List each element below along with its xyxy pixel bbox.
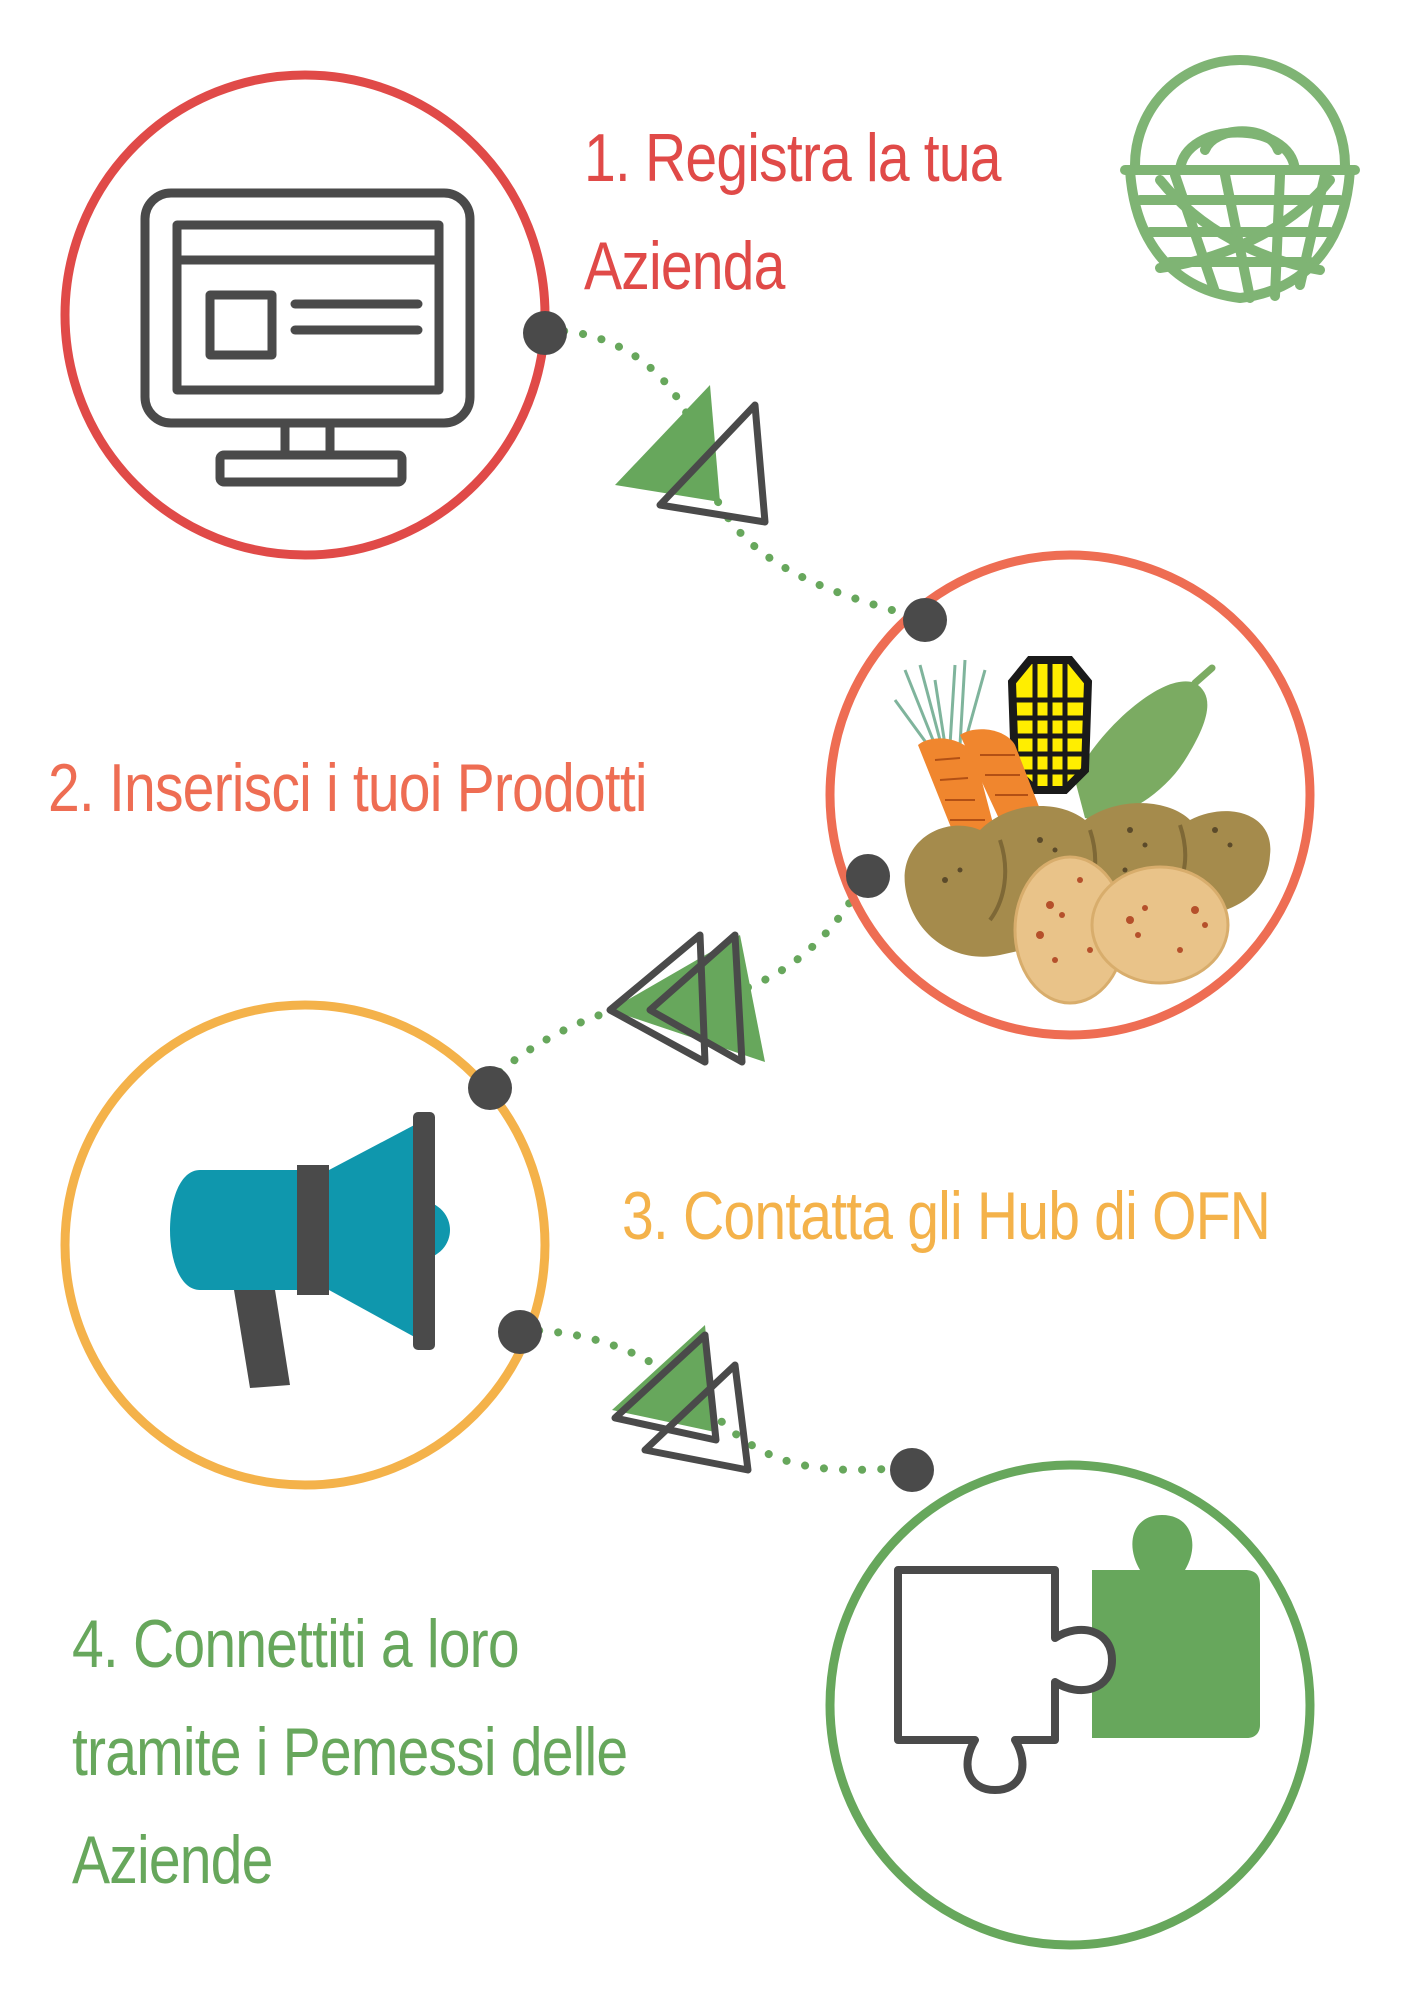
step1-line: Azienda [584,228,785,304]
step2-circle [825,550,1315,1040]
puzzle-icon [894,1515,1260,1794]
step2-title: 2. Inserisci i tuoi Prodotti [48,734,648,842]
step4-circle [825,1460,1315,1950]
step4-line: Aziende [72,1822,273,1898]
step4-title: 4. Connettiti a loro tramite i Pemessi d… [72,1590,628,1914]
step1-title: 1. Registra la tua Azienda [584,104,1002,320]
step3-title: 3. Contatta gli Hub di OFN [622,1162,1271,1270]
arrow-icon [611,1325,752,1474]
vegetables-icon [893,656,1271,1005]
connector-dot [523,311,567,355]
arrow-icon [615,385,769,526]
monitor-icon [140,188,475,487]
connector-dots [468,311,947,1492]
connector-2-3 [481,866,872,1089]
step3-line: 3. Contatta gli Hub di OFN [622,1178,1271,1254]
step2-line: 2. Inserisci i tuoi Prodotti [48,750,648,826]
step1-line: 1. Registra la tua [584,120,1002,196]
step3-circle [60,1000,550,1490]
step4-line: 4. Connettiti a loro [72,1606,520,1682]
arrow-icon [606,931,765,1066]
connector-dot [498,1310,542,1354]
connector-dot [890,1448,934,1492]
megaphone-icon [170,1112,450,1388]
connector-dot [846,854,890,898]
connector-dot [903,598,947,642]
step4-line: tramite i Pemessi delle [72,1714,628,1790]
connector-dot [468,1066,512,1110]
basket-icon [1120,55,1360,303]
connector-3-4 [516,1326,914,1474]
